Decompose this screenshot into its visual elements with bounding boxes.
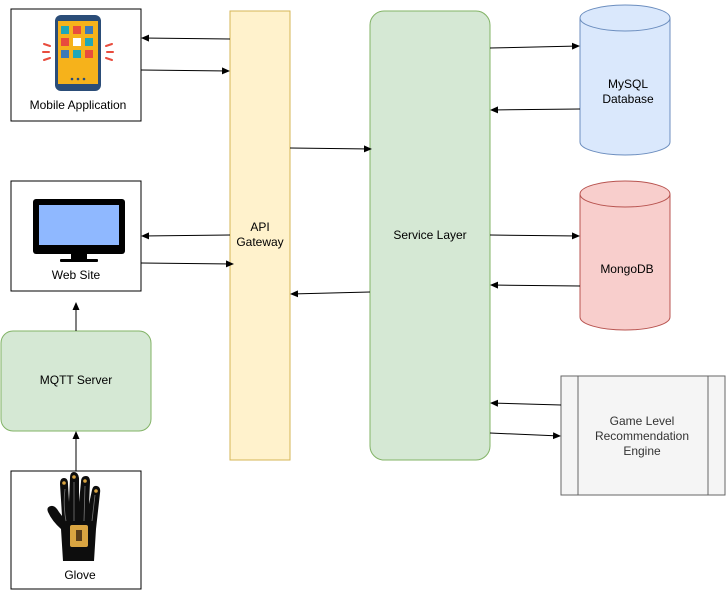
mysql-label-line1: MySQL: [608, 77, 648, 91]
glove-node[interactable]: Glove: [10, 470, 142, 590]
api-gateway-label-line1: API: [250, 220, 269, 234]
engine-label-line1: Game Level: [610, 414, 675, 428]
mqtt-server-label: MQTT Server: [40, 373, 112, 387]
smartphone-icon: [42, 15, 114, 91]
mqtt-server-node[interactable]: MQTT Server: [0, 330, 152, 432]
smart-glove-icon: [47, 472, 101, 561]
edge-service-to-engine: [489, 432, 561, 440]
web-site-label: Web Site: [52, 268, 101, 282]
edge-mongodb-to-service: [490, 281, 581, 289]
edge-service-to-mongodb: [489, 232, 580, 240]
engine-label-line3: Engine: [623, 444, 661, 458]
edge-gateway-to-mobile: [141, 34, 231, 42]
edge-engine-to-service: [490, 399, 562, 407]
api-gateway-label-line2: Gateway: [236, 235, 283, 249]
edge-service-to-mysql: [489, 42, 580, 50]
service-layer-label: Service Layer: [393, 228, 466, 242]
recommendation-engine-node[interactable]: Game Level Recommendation Engine: [560, 375, 726, 496]
edge-mobile-to-gateway: [140, 67, 230, 75]
engine-label-line2: Recommendation: [595, 429, 689, 443]
edge-mysql-to-service: [490, 106, 581, 114]
mongodb-node[interactable]: MongoDB: [579, 180, 671, 331]
mobile-application-node[interactable]: Mobile Application: [10, 8, 142, 122]
mysql-label-line2: Database: [602, 92, 654, 106]
edge-website-to-gateway: [140, 260, 234, 268]
mongodb-label: MongoDB: [600, 262, 653, 276]
edge-gateway-to-service: [289, 145, 372, 153]
edge-service-to-gateway: [290, 290, 371, 298]
api-gateway-node[interactable]: API Gateway: [229, 10, 291, 461]
desktop-monitor-icon: [33, 199, 125, 262]
mobile-application-label: Mobile Application: [30, 98, 127, 112]
mysql-database-node[interactable]: MySQL Database: [579, 4, 671, 156]
edge-gateway-to-website: [141, 232, 231, 240]
glove-label: Glove: [64, 568, 96, 582]
web-site-node[interactable]: Web Site: [10, 180, 142, 292]
service-layer-node[interactable]: Service Layer: [369, 10, 491, 461]
